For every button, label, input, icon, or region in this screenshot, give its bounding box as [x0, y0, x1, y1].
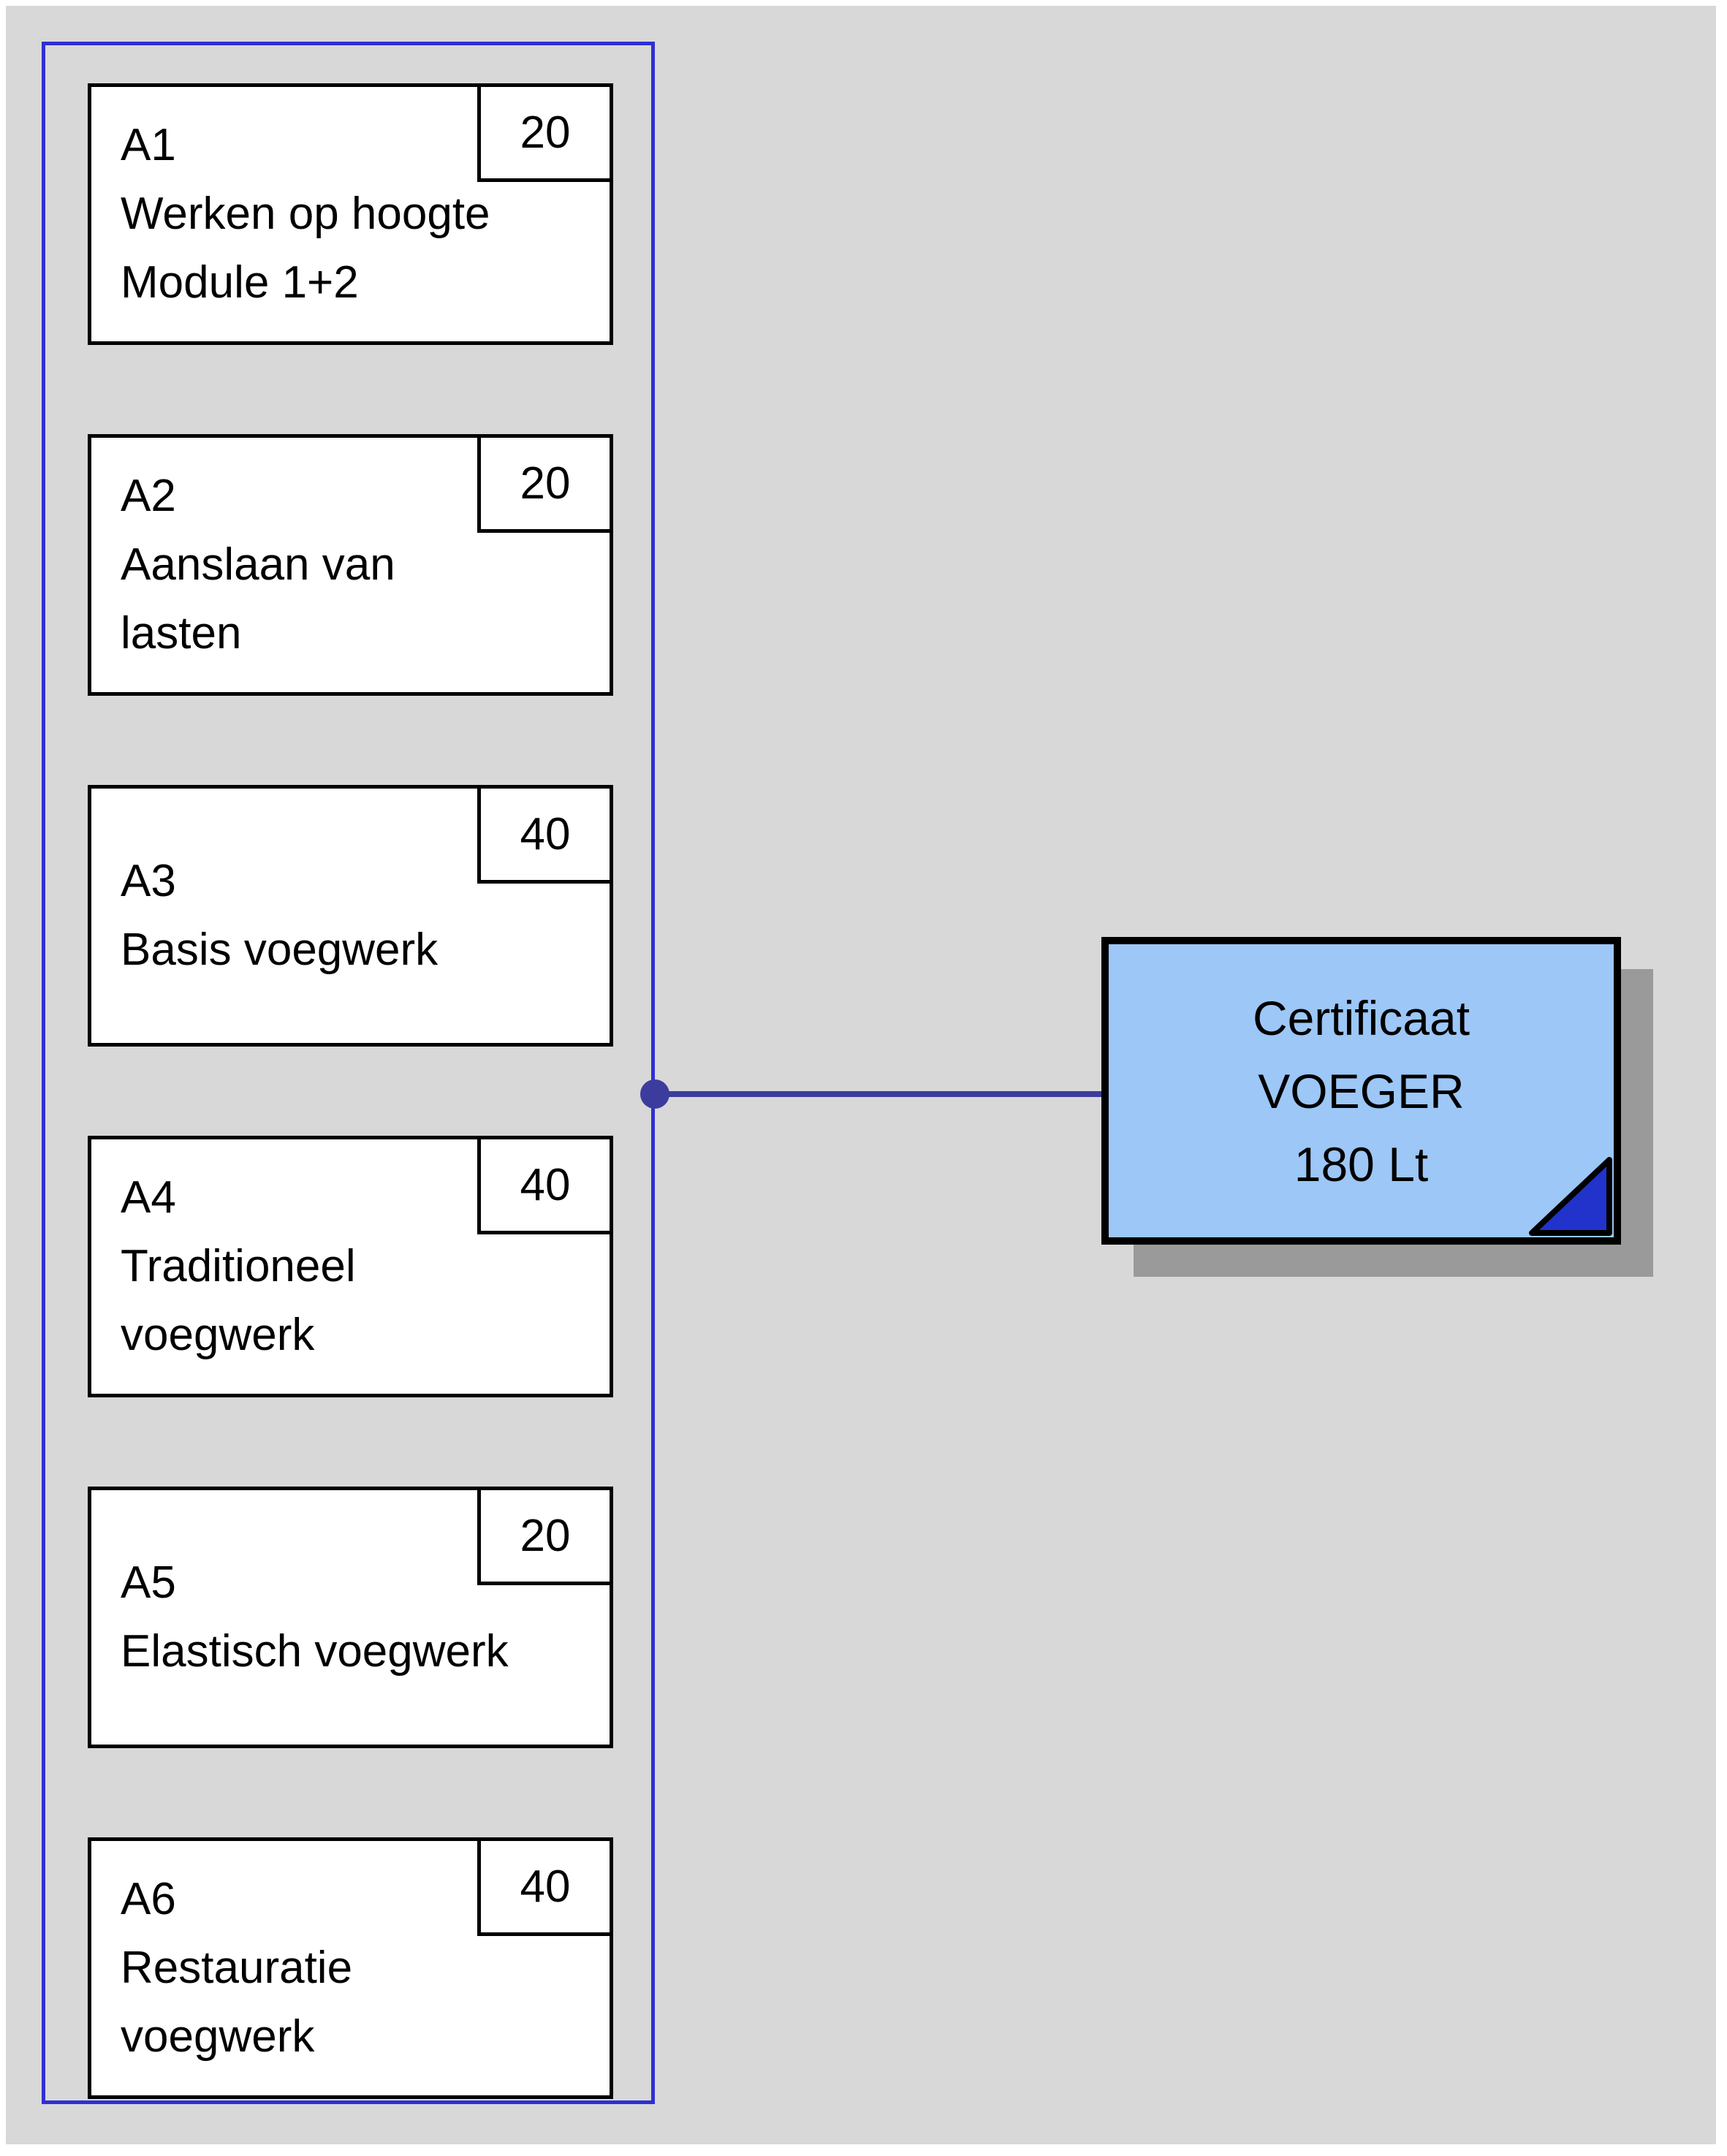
module-title: Werken op hoogte Module 1+2	[121, 189, 490, 308]
connector-line	[653, 1091, 1103, 1097]
hours-value: 20	[520, 107, 571, 158]
hours-value: 40	[520, 1160, 571, 1210]
module-text: A1 Werken op hoogte Module 1+2	[91, 111, 498, 317]
hours-badge: 40	[477, 1841, 610, 1936]
hours-badge: 40	[477, 789, 610, 884]
hours-value: 40	[520, 809, 571, 859]
connector-dot	[640, 1079, 669, 1109]
module-id: A1	[121, 120, 176, 170]
module-title: Elastisch voegwerk	[121, 1626, 509, 1677]
module-text: A3 Basis voegwerk	[91, 847, 445, 984]
module-text: A2 Aanslaan van lasten	[91, 462, 403, 668]
module-box-a2: 20 A2 Aanslaan van lasten	[88, 434, 613, 696]
folded-corner-icon	[1529, 1157, 1612, 1236]
hours-value: 20	[520, 1511, 571, 1561]
certificate-text: Certificaat VOEGER 180 Lt	[1252, 990, 1470, 1191]
module-text: A4 Traditioneel voegwerk	[91, 1164, 363, 1370]
hours-badge: 20	[477, 438, 610, 533]
diagram-canvas: 20 A1 Werken op hoogte Module 1+2 20 A2 …	[6, 6, 1716, 2144]
module-text: A6 Restauratie voegwerk	[91, 1865, 360, 2071]
hours-badge: 20	[477, 87, 610, 182]
module-title: Aanslaan van lasten	[121, 539, 395, 658]
module-box-a6: 40 A6 Restauratie voegwerk	[88, 1837, 613, 2099]
module-id: A4	[121, 1172, 176, 1223]
module-text: A5 Elastisch voegwerk	[91, 1549, 516, 1686]
module-box-a3: 40 A3 Basis voegwerk	[88, 785, 613, 1047]
hours-value: 40	[520, 1861, 571, 1912]
certificate-card: Certificaat VOEGER 180 Lt	[1101, 937, 1621, 1245]
module-title: Restauratie voegwerk	[121, 1943, 353, 2062]
module-id: A2	[121, 471, 176, 521]
module-box-a5: 20 A5 Elastisch voegwerk	[88, 1487, 613, 1748]
module-title: Traditioneel voegwerk	[121, 1241, 356, 1360]
module-box-a1: 20 A1 Werken op hoogte Module 1+2	[88, 83, 613, 345]
hours-badge: 40	[477, 1139, 610, 1234]
module-id: A3	[121, 856, 176, 906]
module-box-a4: 40 A4 Traditioneel voegwerk	[88, 1136, 613, 1397]
module-group-frame: 20 A1 Werken op hoogte Module 1+2 20 A2 …	[42, 42, 655, 2104]
module-title: Basis voegwerk	[121, 925, 439, 975]
module-id: A6	[121, 1874, 176, 1924]
module-id: A5	[121, 1557, 176, 1608]
hours-value: 20	[520, 458, 571, 509]
hours-badge: 20	[477, 1490, 610, 1585]
